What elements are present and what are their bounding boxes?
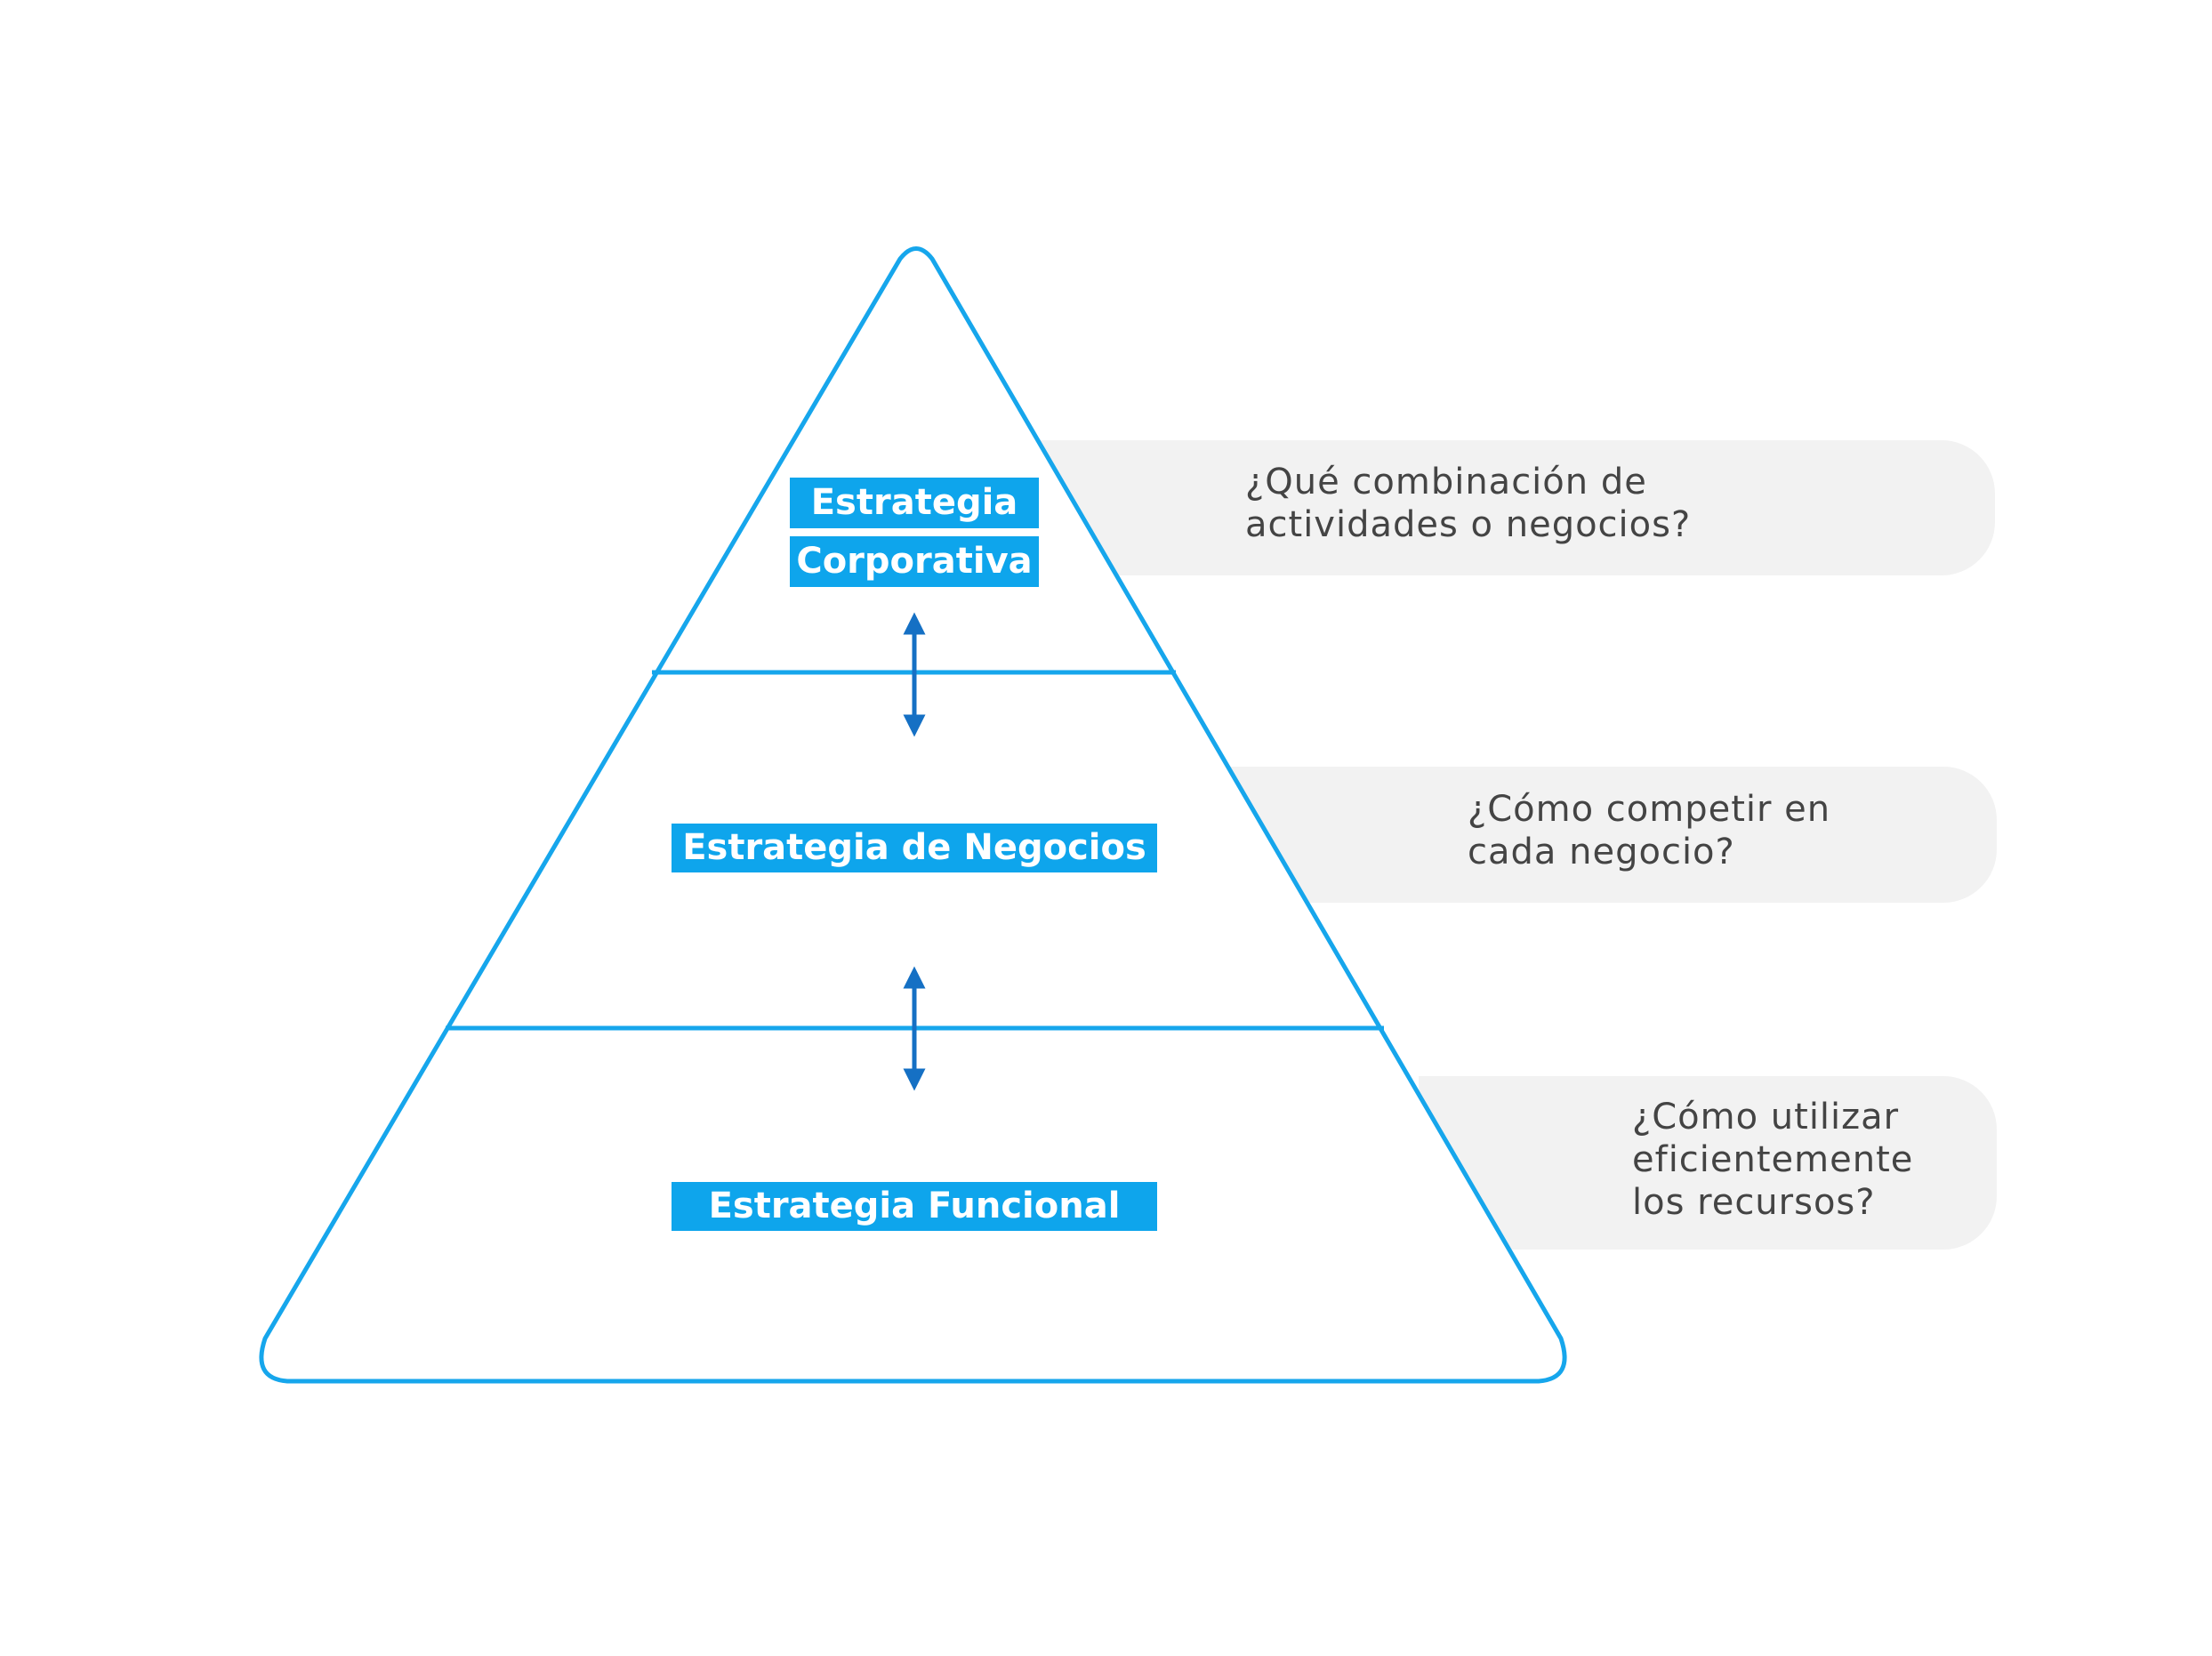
question-business: ¿Cómo competir en cada negocio? (1468, 789, 1831, 872)
question-functional: ¿Cómo utilizar eficientemente los recurs… (1632, 1097, 1914, 1223)
label-estrategia-corporativa-line2: Corporativa (790, 536, 1039, 587)
callout-corporate (1039, 440, 1995, 575)
callout-functional (1419, 1076, 1997, 1250)
pyramid-outline (259, 246, 1567, 1384)
label-estrategia-de-negocios: Estrategia de Negocios (672, 824, 1157, 872)
label-estrategia-funcional: Estrategia Funcional (672, 1182, 1157, 1231)
callout-business (1192, 767, 1997, 903)
question-corporate: ¿Qué combinación de actividades o negoci… (1245, 462, 1692, 545)
label-estrategia-corporativa-line1: Estrategia (790, 478, 1039, 528)
